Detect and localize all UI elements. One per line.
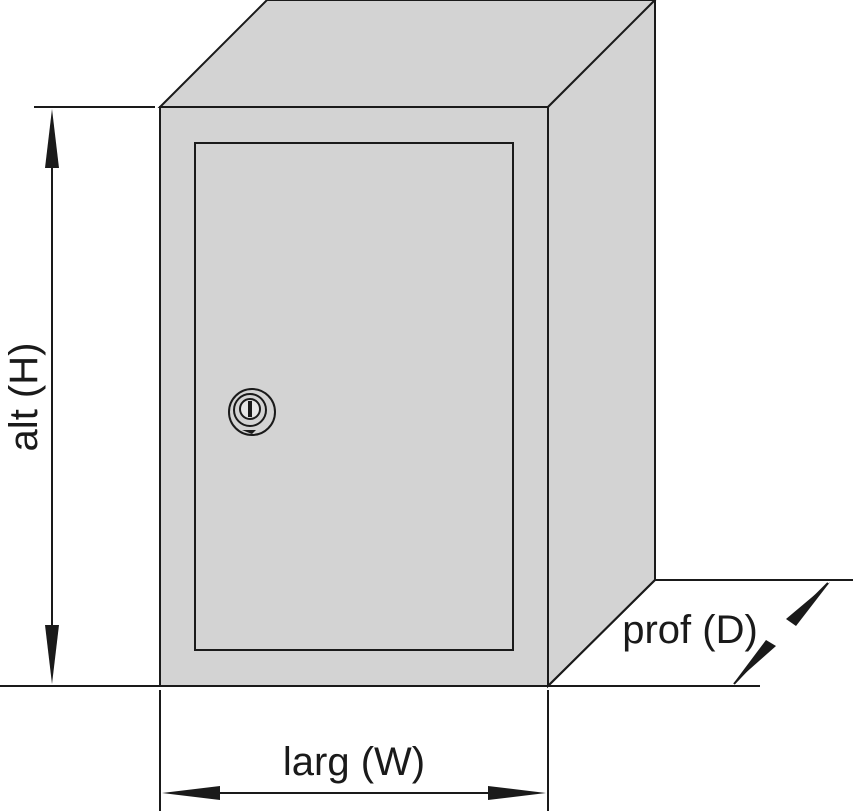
- depth-arrow-bottom: [733, 640, 776, 684]
- width-arrow-right: [488, 786, 546, 800]
- cabinet: [157, 0, 657, 689]
- depth-extension-diagonal: [547, 579, 656, 687]
- width-dimension: larg (W): [159, 690, 549, 811]
- depth-label: prof (D): [622, 608, 758, 652]
- depth-arrow-top: [786, 582, 830, 626]
- height-arrow-top: [45, 109, 59, 168]
- keyhole-lock-icon: [228, 388, 276, 436]
- width-arrow-left: [162, 786, 220, 800]
- height-dimension: alt (H): [2, 106, 155, 687]
- height-arrow-bottom: [45, 625, 59, 684]
- height-label: alt (H): [2, 343, 46, 452]
- width-label: larg (W): [283, 740, 425, 784]
- cabinet-side-face: [547, 0, 656, 689]
- depth-dimension: prof (D): [0, 579, 853, 687]
